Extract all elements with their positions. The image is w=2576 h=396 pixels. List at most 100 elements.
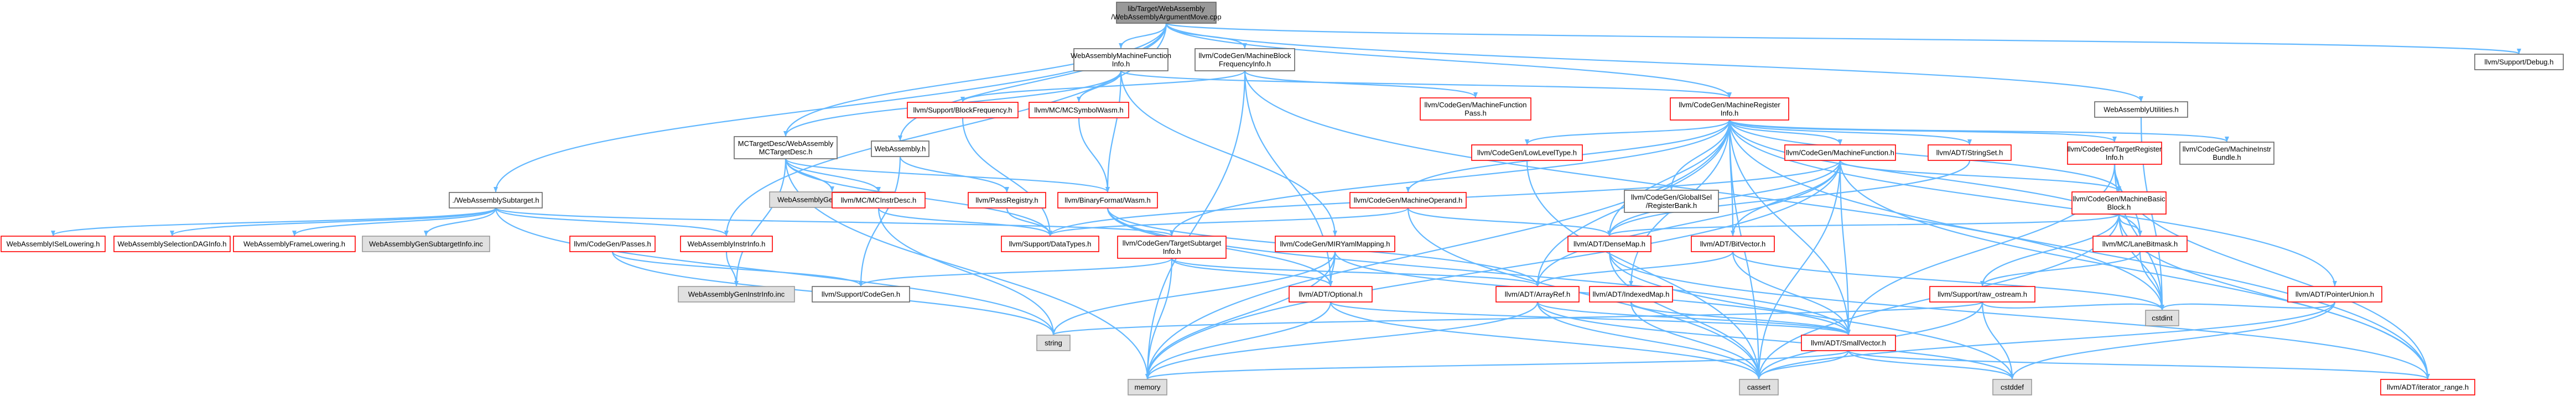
node-instrinfo[interactable]: WebAssemblyInstrInfo.h — [680, 236, 773, 252]
edge-mri-to-mbb — [1728, 119, 2121, 192]
node-mbb-box — [2071, 191, 2167, 215]
node-cstddef[interactable]: cstddef — [1992, 379, 2032, 395]
edge-bitvector-to-arrayref — [1535, 251, 1734, 286]
node-mop-label-0: llvm/CodeGen/MachineOperand.h — [1354, 196, 1463, 205]
node-datatypes[interactable]: llvm/Support/DataTypes.h — [1001, 236, 1099, 252]
node-memory[interactable]: memory — [1128, 379, 1167, 395]
edge-subtarget-to-selectiondag — [170, 207, 497, 237]
node-wasm[interactable]: WebAssembly.h — [871, 140, 929, 157]
node-arrayref[interactable]: llvm/ADT/ArrayRef.h — [1495, 286, 1580, 303]
node-bitvector-box — [1691, 236, 1775, 252]
node-lowlevel-label-0: llvm/CodeGen/LowLevelType.h — [1477, 149, 1577, 157]
node-bitvector[interactable]: llvm/ADT/BitVector.h — [1691, 236, 1775, 252]
node-iteratorrange[interactable]: llvm/ADT/iterator_range.h — [2380, 379, 2475, 395]
node-mfpass-box — [1420, 97, 1531, 121]
edge-mri-to-memory — [1145, 119, 1731, 379]
node-codegenh[interactable]: llvm/Support/CodeGen.h — [812, 286, 910, 303]
edge-lanebitmask-to-rawostream — [1980, 251, 2141, 286]
edge-indexedmap-to-cassert — [1630, 301, 1761, 379]
edge-mirymlmap-to-string — [1051, 251, 1336, 335]
node-cstdint-label-0: cstdint — [2152, 314, 2173, 322]
node-utilities[interactable]: WebAssemblyUtilities.h — [2094, 101, 2188, 118]
edge-blockfreq-to-datatypes — [962, 117, 1052, 236]
node-arrayref-label-0: llvm/ADT/ArrayRef.h — [1505, 290, 1570, 299]
node-mfi-label-1: Info.h — [1112, 60, 1130, 68]
edge-pointerunion-to-cassert — [1757, 301, 2336, 379]
node-framelowering[interactable]: WebAssemblyFrameLowering.h — [233, 236, 356, 252]
edge-mri-to-instrbundle — [1728, 119, 2229, 143]
edge-binwasm-to-smallvector — [1107, 207, 1851, 335]
node-gensubtarget-box — [362, 236, 490, 252]
node-optional[interactable]: llvm/ADT/Optional.h — [1289, 286, 1373, 303]
node-wasm-box — [871, 140, 929, 157]
edge-root-to-mtargetdesc — [783, 23, 1167, 137]
node-lowlevel[interactable]: llvm/CodeGen/LowLevelType.h — [1471, 144, 1583, 161]
node-instrinfo-box — [680, 236, 773, 252]
edge-root-to-mfi — [1119, 23, 1167, 49]
node-string[interactable]: string — [1036, 335, 1071, 351]
node-memory-label-0: memory — [1135, 383, 1161, 392]
node-cassert[interactable]: cassert — [1739, 379, 1779, 395]
node-smallvector[interactable]: llvm/ADT/SmallVector.h — [1801, 335, 1896, 351]
node-stringset[interactable]: llvm/ADT/StringSet.h — [1928, 144, 2012, 161]
node-indexedmap[interactable]: llvm/ADT/IndexedMap.h — [1589, 286, 1673, 303]
edge-mcinstrdesc-to-string — [877, 207, 1056, 335]
node-gensubtarget[interactable]: WebAssemblyGenSubtargetInfo.inc — [362, 236, 490, 252]
node-codegenh-label-0: llvm/Support/CodeGen.h — [822, 290, 900, 299]
node-passreg[interactable]: llvm/PassRegistry.h — [968, 192, 1046, 209]
node-mirymlmap[interactable]: llvm/CodeGen/MIRYamlMapping.h — [1275, 236, 1395, 252]
node-pointerunion[interactable]: llvm/ADT/PointerUnion.h — [2287, 286, 2382, 303]
node-codegenh-box — [812, 286, 910, 303]
node-bitvector-label-0: llvm/ADT/BitVector.h — [1700, 240, 1765, 248]
node-densemap[interactable]: llvm/ADT/DenseMap.h — [1567, 236, 1651, 252]
node-gisel[interactable]: llvm/CodeGen/GlobalISel/RegisterBank.h — [1624, 190, 1719, 213]
node-gisel-box — [1624, 190, 1719, 213]
node-mcinstrdesc[interactable]: llvm/MC/MCInstrDesc.h — [832, 192, 926, 209]
edge-mfi-to-mri — [1120, 70, 1732, 98]
node-pointerunion-label-0: llvm/ADT/PointerUnion.h — [2295, 290, 2374, 299]
edge-tsubtarget-to-optional — [1171, 258, 1333, 286]
node-utilities-label-0: WebAssemblyUtilities.h — [2104, 106, 2179, 114]
node-debug[interactable]: llvm/Support/Debug.h — [2474, 54, 2564, 70]
node-binwasm[interactable]: llvm/BinaryFormat/Wasm.h — [1057, 192, 1158, 209]
node-mf[interactable]: llvm/CodeGen/MachineFunction.h — [1784, 144, 1896, 161]
edge-mri-to-tsubtarget — [1170, 119, 1731, 236]
node-blockfreq-box — [907, 102, 1019, 118]
node-mcsymwasm[interactable]: llvm/MC/MCSymbolWasm.h — [1029, 102, 1129, 118]
node-cstddef-box — [1992, 379, 2032, 395]
edge-rawostream-to-string — [1051, 301, 1983, 336]
node-rawostream[interactable]: llvm/Support/raw_ostream.h — [1929, 286, 2035, 303]
node-pointerunion-box — [2287, 286, 2382, 303]
edge-mtargetdesc-to-mcinstrdesc — [785, 158, 881, 192]
edge-mcsymwasm-to-binwasm — [1078, 117, 1110, 192]
node-geninstrinfo-box — [678, 286, 795, 303]
node-cstdint[interactable]: cstdint — [2145, 310, 2179, 326]
node-lanebitmask[interactable]: llvm/MC/LaneBitmask.h — [2092, 236, 2188, 252]
node-string-label-0: string — [1045, 339, 1062, 347]
node-subtarget[interactable]: ./WebAssemblySubtarget.h — [449, 192, 543, 209]
edge-instrinfo-to-geninstrinfo — [725, 251, 739, 286]
edge-arrayref-to-memory — [1145, 301, 1539, 379]
node-isellowering[interactable]: WebAssemblyISelLowering.h — [1, 236, 106, 252]
node-cgpasses[interactable]: llvm/CodeGen/Passes.h — [569, 236, 656, 252]
edge-arrayref-to-cassert — [1536, 301, 1761, 379]
node-debug-box — [2474, 54, 2564, 70]
node-mop[interactable]: llvm/CodeGen/MachineOperand.h — [1349, 192, 1467, 209]
edge-mbb-to-rawostream — [1980, 213, 2120, 286]
node-blockfreq[interactable]: llvm/Support/BlockFrequency.h — [907, 102, 1019, 118]
node-selectiondag[interactable]: WebAssemblySelectionDAGInfo.h — [113, 236, 231, 252]
edge-mirymlmap-to-memory — [1145, 251, 1336, 379]
node-geninstrinfo[interactable]: WebAssemblyGenInstrInfo.inc — [678, 286, 795, 303]
edge-mfi-to-binwasm — [1105, 70, 1122, 192]
node-mf-label-0: llvm/CodeGen/MachineFunction.h — [1786, 149, 1894, 157]
node-mfi-box — [1073, 48, 1168, 71]
